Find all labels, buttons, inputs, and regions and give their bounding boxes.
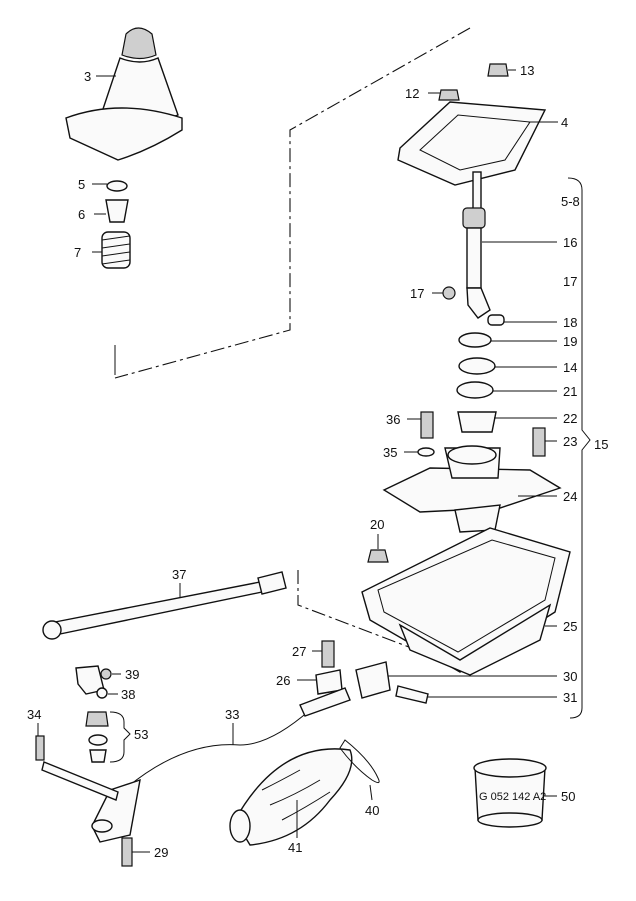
- part-code-label: G 052 142 A2: [479, 791, 546, 803]
- callout-12: 12: [405, 86, 419, 101]
- washer-35: [417, 447, 435, 457]
- callout-29: 29: [154, 845, 168, 860]
- callout-39: 39: [125, 667, 139, 682]
- callout-40: 40: [365, 803, 379, 818]
- shift-cable-33: [91, 687, 351, 843]
- ball-38: [96, 687, 108, 699]
- guide-line-upper: [114, 27, 471, 379]
- callout-numbers: 3 4 5 6 7 12 13 5-8 16 17 17 18 19 14 21…: [27, 63, 608, 860]
- leader-lines: [37, 69, 558, 853]
- callout-6: 6: [78, 207, 85, 222]
- nut-12: [438, 89, 460, 101]
- callout-19: 19: [563, 334, 577, 349]
- ball-39: [100, 668, 112, 680]
- callout-26: 26: [276, 673, 290, 688]
- pin-18: [487, 314, 505, 326]
- callout-15: 15: [594, 437, 608, 452]
- callout-31: 31: [563, 690, 577, 705]
- sleeve-50: [473, 758, 547, 828]
- bolt-31: [395, 685, 429, 704]
- bushing-22: [457, 411, 497, 433]
- callout-33: 33: [225, 707, 239, 722]
- callout-27: 27: [292, 644, 306, 659]
- nut-13: [487, 63, 509, 77]
- ring-14: [458, 357, 496, 375]
- bolt-34: [35, 735, 45, 761]
- callout-35: 35: [383, 445, 397, 460]
- callout-17-right: 17: [563, 274, 577, 289]
- nut-20: [367, 549, 389, 563]
- screw-36: [420, 411, 434, 439]
- parts-53: [85, 711, 109, 763]
- callout-23: 23: [563, 434, 577, 449]
- callout-4: 4: [561, 115, 568, 130]
- bolt-29: [121, 837, 133, 867]
- callout-41: 41: [288, 840, 302, 855]
- housing-25: [361, 527, 571, 676]
- ring-19: [458, 332, 492, 348]
- group-bracket: [567, 177, 591, 719]
- callout-3: 3: [84, 69, 91, 84]
- callout-5: 5: [78, 177, 85, 192]
- callout-5-8: 5-8: [561, 194, 580, 209]
- rod-37: [42, 571, 287, 640]
- callout-21: 21: [563, 384, 577, 399]
- cover-plate-4: [397, 101, 547, 186]
- gear-knob-boot: [65, 27, 183, 161]
- bracket-30: [355, 661, 391, 699]
- callout-14: 14: [563, 360, 577, 375]
- callout-24: 24: [563, 489, 577, 504]
- spring-7: [101, 231, 131, 269]
- callout-18: 18: [563, 315, 577, 330]
- link-38-39: [75, 665, 105, 695]
- washer-5: [106, 180, 128, 192]
- screw-23: [532, 427, 546, 457]
- callout-37: 37: [172, 567, 186, 582]
- callout-16: 16: [563, 235, 577, 250]
- callout-17-left: 17: [410, 286, 424, 301]
- callout-36: 36: [386, 412, 400, 427]
- arm: [41, 761, 119, 801]
- callout-53: 53: [134, 727, 148, 742]
- callout-30: 30: [563, 669, 577, 684]
- gear-lever-16: [462, 171, 491, 319]
- callout-13: 13: [520, 63, 534, 78]
- callout-7: 7: [74, 245, 81, 260]
- callout-50: 50: [561, 789, 575, 804]
- sleeve-6: [105, 199, 129, 223]
- boot-41: [229, 748, 353, 846]
- clip-17: [442, 286, 456, 300]
- callout-20: 20: [370, 517, 384, 532]
- callout-25: 25: [563, 619, 577, 634]
- band-40: [339, 739, 380, 784]
- callout-22: 22: [563, 411, 577, 426]
- bolt-27: [321, 640, 335, 668]
- guide-line-lower: [297, 570, 431, 656]
- shift-housing-24: [382, 445, 562, 533]
- ring-21: [456, 381, 494, 399]
- callout-34: 34: [27, 707, 41, 722]
- callout-38: 38: [121, 687, 135, 702]
